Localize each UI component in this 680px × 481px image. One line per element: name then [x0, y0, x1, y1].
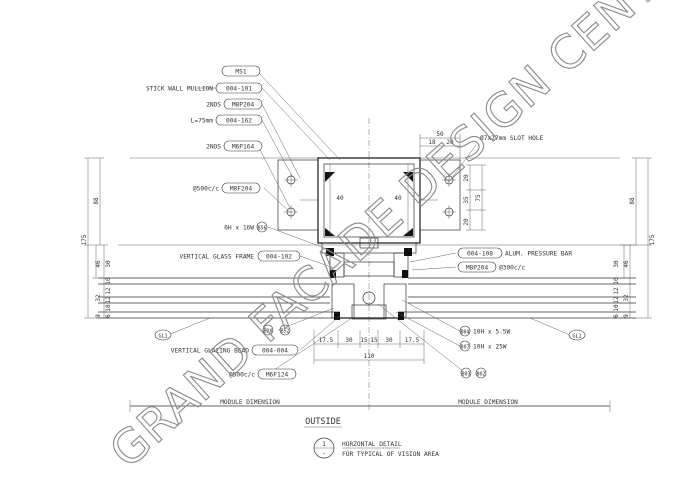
dim-left-46: 46: [95, 260, 102, 268]
dim-left-9: 9: [95, 314, 102, 318]
tag-b20: B20: [263, 329, 272, 335]
dim-left-10b: 10: [105, 304, 112, 312]
tag-m8p204-2: M8P204: [466, 265, 489, 272]
dim-right-10a: 10: [613, 277, 620, 285]
dim-right-12b: 12: [613, 296, 620, 304]
detail-number: 1: [322, 441, 326, 448]
tag-gl1-right: GL1: [572, 334, 581, 340]
dim-top-18: 18: [428, 139, 436, 146]
dim-bot-30b: 30: [385, 337, 393, 344]
dim-right-30: 30: [613, 260, 620, 268]
tag-mullion-code: 004-101: [226, 86, 252, 93]
label-2nos-1: 2NOS: [206, 102, 221, 109]
dim-bot-17-5a: 17.5: [319, 337, 334, 344]
dim-right-9: 9: [623, 314, 630, 318]
dim-right-175: 175: [649, 234, 656, 245]
dim-left-32: 32: [95, 294, 102, 302]
dim-bot-15a: 15: [360, 337, 368, 344]
label-at500-1: @500c/c: [193, 186, 219, 193]
label-stick-wall-mullion: STICK WALL MULLION: [146, 86, 213, 93]
tag-b56: B56: [257, 226, 266, 232]
dim-right-75: 75: [475, 194, 482, 202]
dim-left-10a: 10: [105, 277, 112, 285]
label-slot-hole: Ø7x27mm SLOT HOLE: [480, 134, 544, 142]
detail-marker: 1 -: [313, 437, 335, 459]
dim-top-50: 50: [436, 131, 444, 138]
tag-m8p204: M8P204: [232, 102, 255, 109]
dim-left-6: 6: [105, 314, 112, 318]
dim-right-20b: 20: [463, 218, 470, 226]
module-dimension-left: MODULE DIMENSION: [220, 399, 280, 406]
label-vertical-glass-frame: VERTICAL GLASS FRAME: [179, 254, 254, 261]
label-alum-pressure-bar: ALUM. PRESSURE BAR: [505, 251, 572, 258]
dim-right-88: 88: [629, 197, 636, 205]
tag-ms1: MS1: [235, 69, 246, 76]
tag-b52: B52: [280, 329, 289, 335]
bottom-dimensions: [129, 330, 611, 412]
leader-lines: [167, 71, 571, 375]
tag-b07: B07: [460, 345, 469, 351]
dim-right-6: 6: [613, 314, 620, 318]
dim-right-35: 35: [463, 196, 470, 204]
tag-m6f124: M6F124: [266, 372, 289, 379]
glass-panels: [98, 277, 636, 319]
right-dimensions: [466, 157, 652, 319]
label-l-75mm: L=75mm: [191, 118, 214, 125]
tag-m8f204: M8F204: [230, 186, 253, 193]
dim-right-20a: 20: [463, 174, 470, 182]
detail-title-line2: FOR TYPICAL OF VISION AREA: [342, 451, 439, 458]
left-dimensions: [84, 157, 108, 319]
glass-frame-assembly: [321, 237, 417, 320]
detail-title-line1: HORZONTAL DETAIL: [342, 441, 402, 448]
tag-b03: B03: [461, 372, 470, 378]
dim-right-12a: 12: [613, 287, 620, 295]
tag-004-108: 004-108: [467, 251, 493, 258]
dim-inner-40b: 40: [394, 195, 402, 202]
dim-bot-30a: 30: [345, 337, 353, 344]
tag-gl1-left: GL1: [158, 334, 167, 340]
label-2nos-2: 2NOS: [206, 144, 221, 151]
watermark-text: GRAND FACADE DESIGN CENTRE: [99, 0, 680, 478]
tag-004-102: 004-102: [266, 254, 292, 261]
dim-top-20: 20: [446, 139, 454, 146]
tag-m6p164: M6P164: [232, 144, 255, 151]
tag-004-004: 004-004: [262, 348, 288, 355]
dim-left-88: 88: [93, 197, 100, 205]
tag-b04: B04: [460, 330, 469, 336]
label-at300: @300c/c: [499, 265, 525, 272]
top-dimensions: [419, 134, 461, 160]
dim-left-12a: 12: [105, 287, 112, 295]
tag-b02: B02: [476, 372, 485, 378]
label-tags: [154, 65, 586, 380]
dim-right-46: 46: [623, 260, 630, 268]
label-10h-25w: 10H x 25W: [473, 344, 507, 351]
dim-bot-110: 110: [364, 353, 375, 360]
detail-sheet: -: [322, 450, 326, 457]
dim-left-12b: 12: [105, 296, 112, 304]
side-brackets: [277, 159, 461, 231]
dim-bot-17-5b: 17.5: [405, 337, 420, 344]
tag-004-162: 004-162: [226, 118, 252, 125]
label-10h-55w: 10H x 5.5W: [473, 329, 511, 336]
module-dimension-right: MODULE DIMENSION: [458, 399, 518, 406]
dim-left-175: 175: [81, 234, 88, 245]
label-vertical-glazing-bead: VERTICAL GLAZING BEAD: [171, 348, 250, 355]
label-6h-16w: 6H x 16W: [224, 225, 254, 232]
dim-bot-15b: 15: [370, 337, 378, 344]
dim-right-32: 32: [623, 294, 630, 302]
dim-right-10b: 10: [613, 304, 620, 312]
label-at500-2: @500c/c: [229, 372, 255, 379]
dim-inner-40a: 40: [336, 195, 344, 202]
outside-label: OUTSIDE: [305, 417, 341, 427]
dim-left-30: 30: [105, 260, 112, 268]
